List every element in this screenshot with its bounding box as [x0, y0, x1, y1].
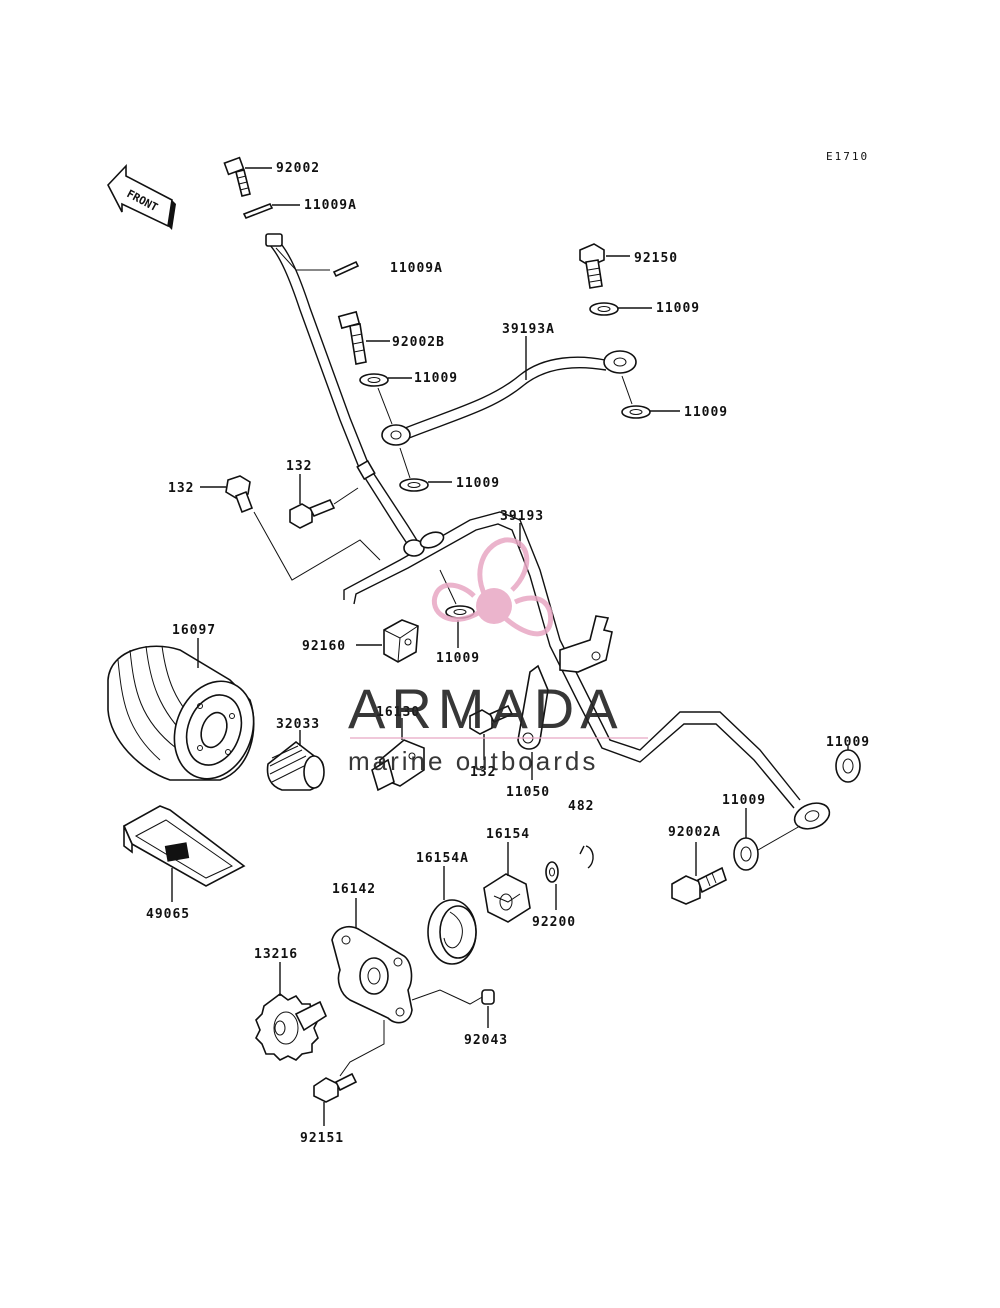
bolt-92002B [337, 310, 390, 365]
gear-13216 [255, 962, 328, 1061]
label-11009-a: 11009 [656, 301, 700, 316]
bolt-92002 [223, 156, 272, 197]
label-92002: 92002 [276, 161, 320, 176]
oil-filter-16097 [107, 638, 255, 781]
label-92002B: 92002B [392, 335, 445, 350]
label-39193: 39193 [500, 509, 544, 524]
label-16097: 16097 [172, 623, 216, 638]
label-32033: 32033 [276, 717, 320, 732]
relief-valve-16130 [371, 718, 425, 792]
oil-screen-49065 [122, 805, 246, 902]
gasket-11009A-top [242, 202, 300, 220]
label-11009-d: 11009 [456, 476, 500, 491]
bolt-132-left [200, 475, 381, 581]
label-92200: 92200 [532, 915, 576, 930]
label-11009A-top: 11009A [304, 198, 357, 213]
propeller-icon [431, 537, 554, 637]
oil-pipe-39193A [381, 336, 637, 446]
label-39193A: 39193A [502, 322, 555, 337]
washer-11009-b [359, 373, 412, 425]
bolt-92150 [579, 243, 630, 289]
label-11009-c: 11009 [684, 405, 728, 420]
label-16154: 16154 [486, 827, 530, 842]
oil-pipe-left [265, 233, 419, 549]
label-92002A: 92002A [668, 825, 721, 840]
label-16142: 16142 [332, 882, 376, 897]
label-92151: 92151 [300, 1131, 344, 1146]
label-132-mid: 132 [286, 459, 312, 474]
rubber-block-92160 [356, 619, 419, 663]
label-11009A-second: 11009A [390, 261, 443, 276]
bolt-92151 [313, 1072, 358, 1126]
diagram-code: E1710 [826, 150, 869, 163]
label-92043: 92043 [464, 1033, 508, 1048]
bolt-92002A [671, 842, 727, 905]
label-11009-e: 11009 [436, 651, 480, 666]
front-arrow-icon: FRONT [107, 163, 176, 230]
bolt-132-mid [289, 474, 359, 529]
gasket-11009A-second [275, 247, 360, 278]
washer-11009-g [733, 808, 801, 871]
bolt-132-lower [469, 704, 514, 760]
watermark-brand: ARMADA [348, 677, 624, 740]
washer-11009-c [621, 375, 680, 419]
pump-cover-16142 [331, 898, 485, 1077]
outer-rotor-16154A [427, 866, 477, 965]
label-11050: 11050 [506, 785, 550, 800]
propeller-hub [476, 588, 512, 624]
label-482: 482 [568, 799, 594, 814]
oil-pipe-39193 [343, 511, 831, 830]
watermark-tagline: marine outboards [348, 746, 598, 776]
label-49065: 49065 [146, 907, 190, 922]
label-92150: 92150 [634, 251, 678, 266]
label-16154A: 16154A [416, 851, 469, 866]
pin-92043 [481, 989, 495, 1028]
washer-92200 [545, 861, 559, 910]
washer-11009-f [835, 746, 861, 783]
label-132-left: 132 [168, 481, 194, 496]
label-92160: 92160 [302, 639, 346, 654]
washer-11009-d [399, 447, 452, 492]
inner-rotor-16154 [483, 842, 531, 923]
label-11009-f: 11009 [826, 735, 870, 750]
label-132-lower: 132 [470, 765, 496, 780]
label-11009-g: 11009 [722, 793, 766, 808]
label-11009-b: 11009 [414, 371, 458, 386]
watermark-logo [431, 537, 554, 637]
label-13216: 13216 [254, 947, 298, 962]
circlip [579, 845, 594, 869]
pipe-bracket [559, 615, 613, 673]
spring-32033 [266, 730, 325, 791]
label-16130: 16130 [376, 705, 420, 720]
washer-11009-a [589, 302, 652, 316]
washer-11009-e [439, 569, 475, 648]
